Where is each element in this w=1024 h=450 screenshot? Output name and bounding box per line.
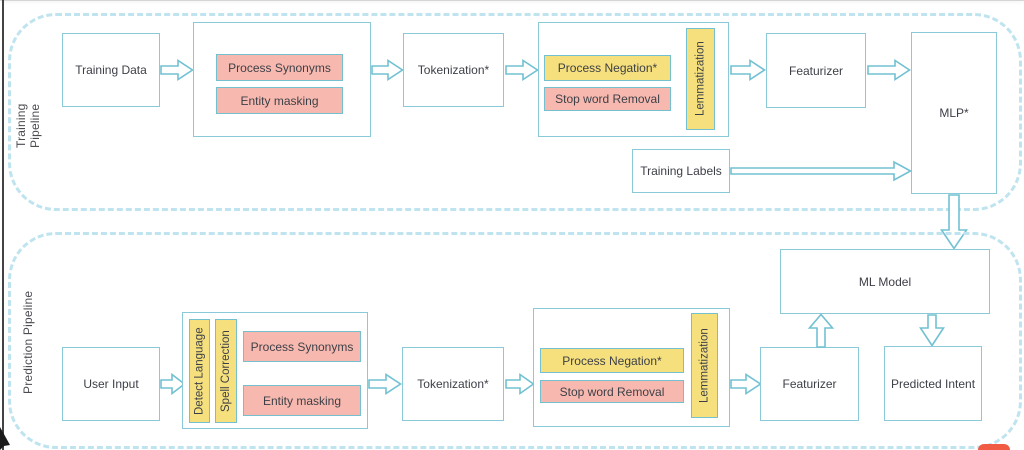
training-pipeline-container [8,13,1022,211]
detect-language-chip: Detect Language [189,319,210,423]
flow-arrow-right-icon [160,59,194,81]
training-process-synonyms-chip: Process Synonyms [216,54,343,81]
prediction-entity-masking-chip: Entity masking [243,385,361,416]
prediction-pipeline-container [8,232,1022,449]
top-border-line [0,0,1024,1]
prediction-process-negation-chip: Process Negation* [540,348,684,373]
predicted-intent-node: Predicted Intent [884,346,982,421]
training-data-node: Training Data [62,33,160,107]
prediction-process-synonyms-chip: Process Synonyms [243,331,361,362]
mouse-cursor-icon [0,427,10,450]
spell-correction-chip: Spell Correction [215,319,237,423]
flow-arrow-right-icon [730,59,766,81]
flow-arrow-down-icon [919,314,945,347]
flow-arrow-right-icon [505,372,535,396]
long-flow-arrow-right-icon [730,160,913,182]
prediction-lemmatization-chip: Lemmatization [691,313,718,418]
training-entity-masking-chip: Entity masking [216,87,343,114]
training-process-negation-chip: Process Negation* [544,55,671,81]
flow-arrow-right-icon [730,373,762,395]
flow-arrow-right-icon [867,59,911,81]
flow-arrow-up-icon [807,313,835,348]
flow-arrow-right-icon [371,59,404,81]
user-input-node: User Input [62,347,160,421]
flow-arrow-right-icon [368,373,402,395]
training-tokenization-node: Tokenization* [403,33,504,107]
flow-arrow-right-icon [505,59,539,81]
prediction-tokenization-node: Tokenization* [402,347,504,421]
red-bottom-tab-button[interactable] [978,444,1010,450]
training-lemmatization-chip: Lemmatization [686,28,715,130]
training-featurizer-node: Featurizer [766,33,866,108]
prediction-stop-word-removal-chip: Stop word Removal [540,380,684,403]
training-pipeline-label: Training Pipeline [14,103,42,148]
prediction-featurizer-node: Featurizer [760,347,859,421]
flow-arrow-right-icon [160,372,186,396]
flow-arrow-down-icon [939,194,969,250]
training-labels-node: Training Labels [632,149,730,193]
ml-model-node: ML Model [780,249,990,314]
prediction-pipeline-label: Prediction Pipeline [21,290,35,394]
training-stop-word-removal-chip: Stop word Removal [544,87,671,111]
left-border-line [2,0,4,450]
mlp-node: MLP* [911,32,997,194]
